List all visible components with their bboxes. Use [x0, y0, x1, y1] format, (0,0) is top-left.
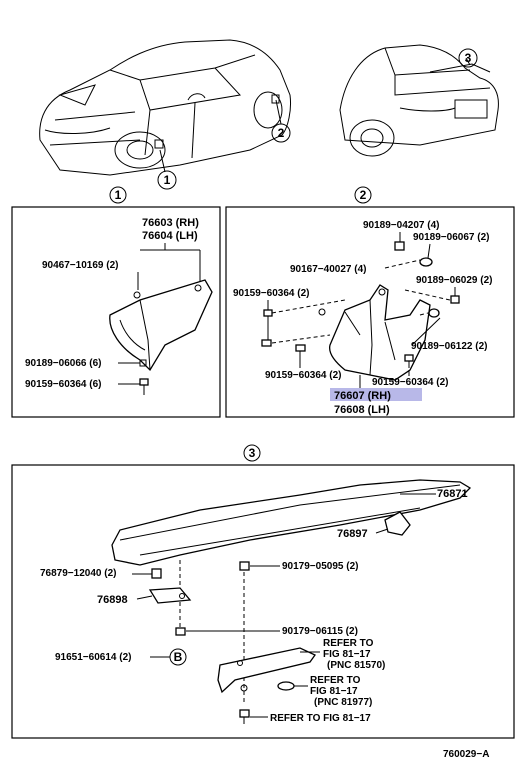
label-76604: 76604 (LH) [142, 230, 198, 242]
label-90159-60364-c: 90159−60364 (2) [372, 377, 448, 388]
highlight-76607 [330, 388, 422, 401]
label-90189-06029: 90189−06029 (2) [416, 275, 492, 286]
panel3: 76871 76897 76879−12040 (2) 90179−05095 … [40, 479, 472, 724]
refer-1-line-1: REFER TO [323, 638, 374, 649]
refer-2-line-2: FIG 81−17 [310, 686, 358, 697]
label-90159-60364-a: 90159−60364 (2) [233, 288, 309, 299]
label-76897: 76897 [337, 528, 368, 540]
callout-3-text: 3 [465, 51, 472, 65]
refer-2-line-3: (PNC 81977) [314, 697, 372, 708]
label-90189-04207: 90189−04207 (4) [363, 220, 439, 231]
callout-b-text: B [174, 650, 183, 664]
label-76607: 76607 (RH) [334, 390, 391, 402]
label-90179-05095: 90179−05095 (2) [282, 561, 358, 572]
label-90189-06122: 90189−06122 (2) [411, 341, 487, 352]
callout-1-front: 1 [157, 170, 177, 190]
label-91651-60614: 91651−60614 (2) [55, 652, 131, 663]
mudguard-front [109, 279, 213, 372]
label-90159-60364-6: 90159−60364 (6) [25, 379, 101, 390]
nut-90189-06029 [450, 295, 460, 304]
label-90167-40027: 90167−40027 (4) [290, 264, 366, 275]
panel1-heading-text: 1 [115, 188, 122, 202]
nut-90179-06115 [175, 627, 186, 636]
panel1: 76603 (RH) 76604 (LH) 90467−10169 (2) 90… [25, 217, 213, 395]
bolt-rear-c [404, 354, 414, 368]
panel2: 90189−04207 (4) 90189−06067 (2) 90167−40… [233, 220, 492, 416]
bolt-rear-a [261, 309, 273, 347]
label-76608: 76608 (LH) [334, 404, 390, 416]
clip-90189-06122 [428, 308, 440, 318]
label-90179-06115: 90179−06115 (2) [282, 626, 358, 637]
stop-lamp-bracket-76897 [384, 511, 411, 536]
callout-b: B [169, 648, 187, 666]
label-76898: 76898 [97, 594, 128, 606]
refer-1-line-2: FIG 81−17 [323, 649, 371, 660]
panel2-frame [225, 206, 515, 418]
label-90189-06066: 90189−06066 (6) [25, 358, 101, 369]
panel3-heading-text: 3 [249, 446, 256, 460]
car-front-illustration [39, 39, 291, 176]
panel2-heading: 2 [354, 186, 372, 204]
figure-code: 760029−A [443, 749, 489, 760]
panel3-heading: 3 [243, 444, 261, 462]
refer-3: REFER TO FIG 81−17 [270, 713, 371, 724]
label-90159-60364-b: 90159−60364 (2) [265, 370, 341, 381]
panel1-heading: 1 [109, 186, 127, 204]
pad-76879 [151, 568, 162, 579]
rear-spoiler [111, 479, 472, 566]
label-76603: 76603 (RH) [142, 217, 199, 229]
nut-90179-05095 [239, 561, 250, 571]
mudguard-rear [318, 284, 431, 381]
callout-3-top: 3 [458, 48, 478, 68]
car-rear-illustration [339, 44, 499, 157]
label-76871: 76871 [437, 488, 468, 500]
callout-2-front: 2 [271, 123, 291, 143]
refer-2-line-1: REFER TO [310, 675, 361, 686]
label-90467-10169: 90467−10169 (2) [42, 260, 118, 271]
clip-90189-06067 [419, 257, 433, 267]
callout-1-text: 1 [164, 173, 171, 187]
label-76879-12040: 76879−12040 (2) [40, 568, 116, 579]
bolt-rear-b [295, 344, 306, 360]
nut-90189-04207 [394, 241, 405, 251]
bracket-76898 [148, 587, 192, 604]
bolt-front [139, 378, 149, 395]
panel2-heading-text: 2 [360, 188, 367, 202]
panel1-frame [11, 206, 221, 418]
label-90189-06067: 90189−06067 (2) [413, 232, 489, 243]
callout-2-text: 2 [278, 126, 285, 140]
bolt-stop-lamp [239, 709, 250, 724]
panel3-frame [11, 464, 515, 739]
high-mount-stop-lamp [217, 647, 316, 694]
refer-1-line-3: (PNC 81570) [327, 660, 385, 671]
